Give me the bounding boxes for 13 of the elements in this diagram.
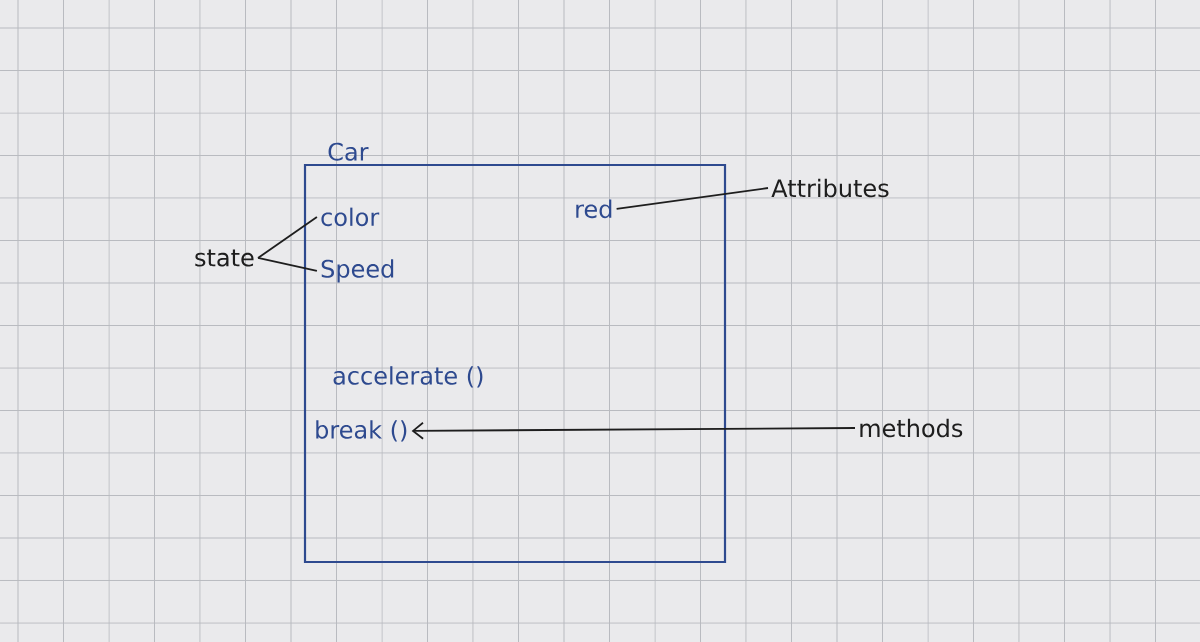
connector-line bbox=[257, 216, 318, 259]
connector-line bbox=[615, 187, 769, 210]
member-text: accelerate () bbox=[333, 366, 483, 388]
node-label: Car bbox=[328, 142, 369, 161]
annotation-text: state bbox=[195, 249, 254, 267]
member-text: red bbox=[576, 199, 612, 219]
arrow bbox=[411, 421, 856, 440]
annotation-text: Attributes bbox=[771, 178, 889, 198]
connector-line bbox=[257, 257, 318, 272]
member-text: color bbox=[321, 207, 380, 227]
member-text: Speed bbox=[321, 259, 394, 283]
annotation-text: methods bbox=[860, 418, 963, 438]
member-text: break () bbox=[316, 420, 407, 442]
